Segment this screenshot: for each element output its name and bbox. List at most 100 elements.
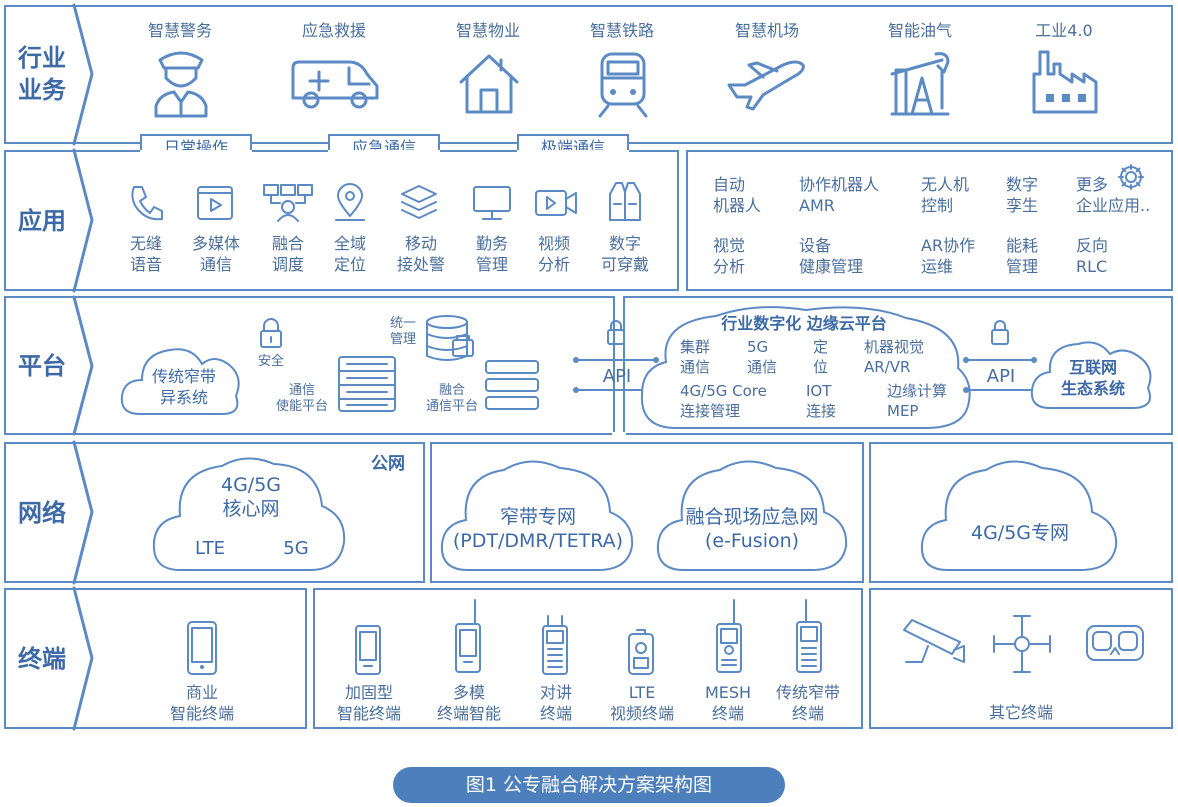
public-network-tag: 公网 [371, 454, 405, 474]
api-right-label: API [986, 366, 1016, 387]
industry-label-property: 智慧物业 [455, 21, 520, 40]
terminal-label-lte-video: LTE 视频终端 [609, 683, 674, 723]
app-label-media-1: 多媒体 [191, 234, 240, 253]
terminal-label-mesh: MESH 终端 [704, 683, 752, 723]
row-label-terminal: 终端 [18, 645, 66, 673]
efusion-cloud [656, 460, 848, 571]
edge-item-cluster: 集群 通信 [680, 338, 711, 376]
unified-mgmt-label: 统一 管理 [389, 316, 416, 347]
vr-headset-icon [1086, 625, 1144, 661]
monitor-icon [473, 186, 511, 220]
enterprise-app-ar: AR协作 运维 [921, 236, 976, 276]
private-network-label: 4G/5G专网 [970, 522, 1070, 544]
police-officer-icon [154, 51, 208, 118]
industry-label-oilgas: 智能油气 [887, 21, 952, 40]
lock-icon [260, 318, 282, 348]
app-label-video-2: 分析 [537, 255, 570, 274]
phone-icon [131, 186, 163, 221]
terminal-row-frame [4, 588, 307, 729]
database-icon [426, 315, 474, 361]
drone-icon [993, 615, 1051, 673]
industry-label-industry40: 工业4.0 [1035, 21, 1093, 40]
edge-platform-title: 行业数字化 边缘云平台 [721, 314, 887, 333]
application-top-border-segment-3 [440, 150, 517, 152]
edge-item-vision: 机器视觉 AR/VR [864, 338, 925, 376]
fusion-comm-label: 融合 通信平台 [425, 383, 478, 414]
industry-label-railway: 智慧铁路 [589, 21, 654, 40]
app-label-location-1: 全域 [333, 234, 366, 253]
comm-enable-label: 通信 使能平台 [275, 383, 328, 414]
mesh-radio-icon [716, 599, 742, 673]
enterprise-app-robot: 自动 机器人 [713, 175, 762, 215]
row-label-industry: 行业 业务 [18, 44, 66, 104]
app-label-wearable-1: 数字 [608, 234, 641, 253]
enterprise-app-more: 更多 企业应用.. [1076, 175, 1151, 215]
app-label-wearable-2: 可穿戴 [600, 255, 649, 274]
row-label-platform: 平台 [18, 352, 66, 380]
terminal-label-narrowband: 传统窄带 终端 [775, 683, 840, 723]
house-icon [459, 54, 519, 114]
app-label-duty-2: 管理 [475, 255, 508, 274]
enterprise-app-health: 设备 健康管理 [799, 236, 864, 276]
oil-pump-icon [890, 52, 950, 116]
ambulance-icon [291, 60, 379, 109]
train-icon [598, 52, 648, 118]
enterprise-apps-frame [686, 150, 1173, 291]
row-label-chevron [72, 148, 94, 293]
enterprise-app-vision: 视觉 分析 [713, 236, 746, 276]
app-label-dispatch-1: 融合 [271, 234, 304, 253]
legacy-system-cloud [120, 348, 240, 415]
core-network-5g: 5G [283, 538, 309, 559]
core-network-lte: LTE [195, 538, 225, 559]
dispatch-icon [263, 184, 313, 222]
fusion-server-icon [485, 360, 539, 410]
industry-row-frame [4, 5, 1173, 144]
app-label-dispatch-2: 调度 [271, 255, 304, 274]
app-label-duty-1: 勤务 [475, 234, 508, 253]
industry-label-police: 智慧警务 [147, 21, 212, 40]
walkie-talkie-icon [542, 615, 568, 675]
row-label-chevron [72, 3, 94, 146]
figure-caption: 图1 公专融合解决方案架构图 [393, 767, 785, 803]
edge-item-core: 4G/5G Core 连接管理 [680, 382, 767, 420]
internet-label: 互联网 生态系统 [1060, 358, 1125, 398]
app-label-voice-2: 语音 [129, 255, 162, 274]
app-label-voice-1: 无缝 [129, 234, 162, 253]
enterprise-app-energy: 能耗 管理 [1006, 236, 1039, 276]
layers-icon [401, 185, 437, 219]
application-top-border-segment-4 [629, 150, 679, 152]
commercial-terminal-label: 商业 智能终端 [169, 683, 234, 723]
narrowband-label: 窄带专网 (PDT/DMR/TETRA) [452, 506, 624, 552]
edge-item-iot: IOT 连接 [806, 382, 837, 420]
body-camera-icon [628, 629, 654, 675]
airplane-icon [727, 60, 805, 111]
terminal-label-multimode: 多模 终端智能 [436, 683, 501, 723]
vest-icon [609, 182, 641, 221]
application-top-border-segment-1 [4, 150, 140, 152]
application-top-border-segment-2 [252, 150, 328, 152]
location-pin-icon [335, 183, 365, 221]
legacy-system-label: 传统窄带 异系统 [151, 367, 216, 407]
rugged-phone-icon [355, 625, 381, 675]
multimode-phone-icon [455, 599, 481, 673]
gear-icon [1118, 164, 1144, 190]
app-label-video-1: 视频 [537, 234, 570, 253]
private-network-cloud [920, 460, 1118, 571]
factory-icon [1032, 50, 1098, 114]
row-label-chevron [72, 586, 94, 731]
smartphone-icon [187, 621, 217, 675]
terminal-label-walkie: 对讲 终端 [539, 683, 572, 723]
other-terminals-label: 其它终端 [988, 703, 1053, 722]
enterprise-app-twin: 数字 孪生 [1006, 175, 1039, 215]
terminal-label-rugged: 加固型 智能终端 [336, 683, 401, 723]
edge-item-mep: 边缘计算 MEP [887, 382, 948, 420]
efusion-label: 融合现场应急网 (e-Fusion) [685, 506, 819, 552]
enterprise-app-drone: 无人机 控制 [921, 175, 970, 215]
enterprise-app-rlc: 反向 RLC [1076, 236, 1109, 276]
edge-item-5g: 5G 通信 [747, 338, 778, 376]
row-label-application: 应用 [18, 207, 66, 235]
app-label-media-2: 通信 [199, 255, 232, 274]
industry-terminals-frame [313, 588, 863, 729]
surveillance-camera-icon [903, 619, 965, 663]
industry-label-airport: 智慧机场 [734, 21, 799, 40]
